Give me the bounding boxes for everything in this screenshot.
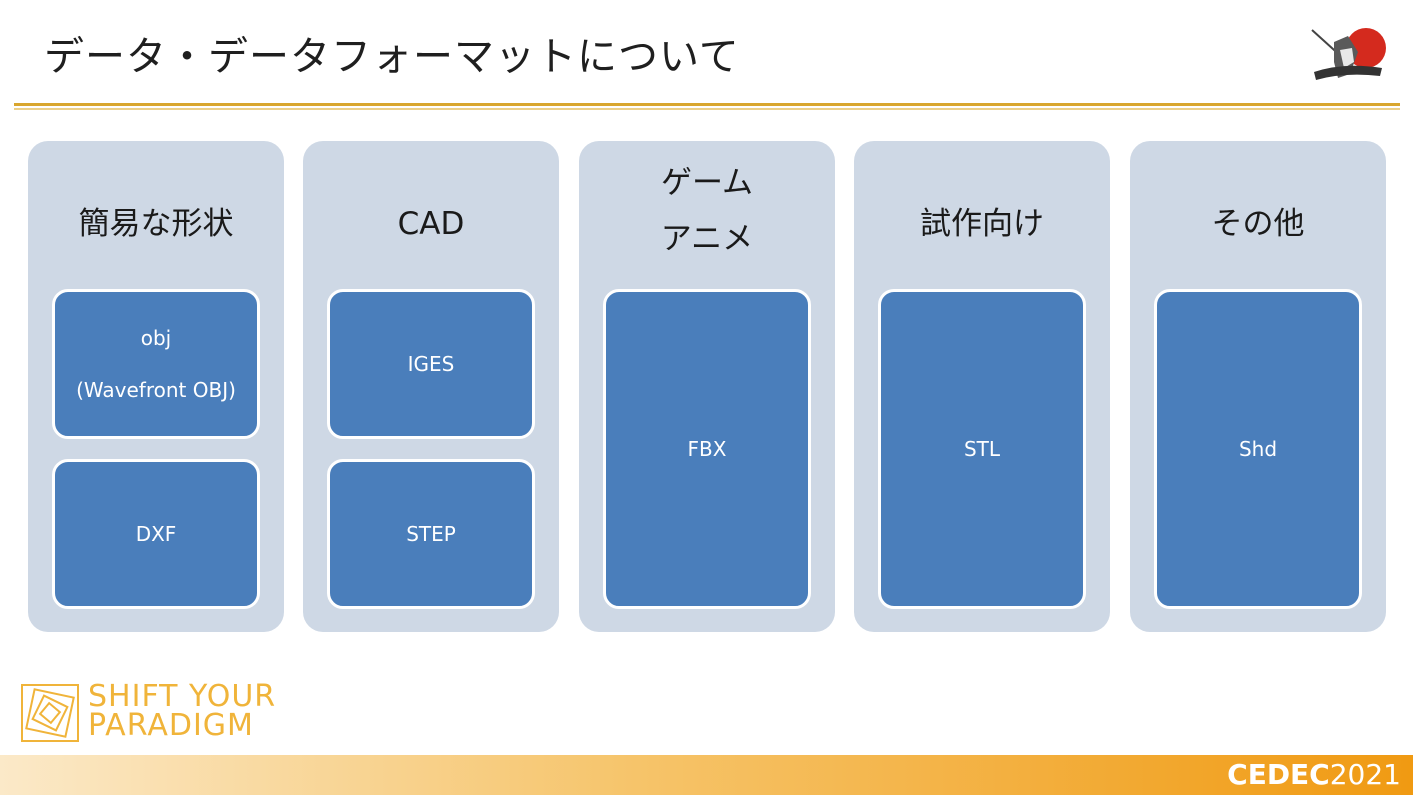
- title-rule: [14, 103, 1400, 106]
- tagline-line1: SHIFT YOUR: [88, 679, 277, 714]
- format-label-sub: (Wavefront OBJ): [76, 378, 236, 402]
- event-name: CEDEC: [1227, 758, 1330, 791]
- column-heading: CAD: [303, 169, 559, 279]
- format-box-fbx: FBX: [603, 289, 811, 609]
- column-heading: 簡易な形状: [28, 169, 284, 279]
- column-heading-text: 簡易な形状: [78, 206, 234, 242]
- format-box-stl: STL: [878, 289, 1086, 609]
- format-box-dxf: DXF: [52, 459, 260, 609]
- column-heading-text-line2: アニメ: [660, 221, 754, 257]
- footer-bar: [0, 755, 1413, 795]
- column-heading: その他: [1130, 169, 1386, 279]
- format-label: Shd: [1238, 437, 1278, 461]
- format-box-iges: IGES: [327, 289, 535, 439]
- brand-logo-icon: [1311, 28, 1386, 80]
- title-rule-thin: [14, 108, 1400, 110]
- event-year: 2021: [1329, 758, 1401, 791]
- category-cad: CAD IGES STEP: [303, 141, 559, 632]
- category-simple-shapes: 簡易な形状 obj (Wavefront OBJ) DXF: [28, 141, 284, 632]
- column-heading-text: CAD: [397, 206, 465, 242]
- column-heading-text: ゲーム: [660, 165, 754, 201]
- format-label: STL: [963, 437, 1001, 461]
- column-heading: 試作向け: [854, 169, 1110, 279]
- slide-title: データ・データフォーマットについて: [44, 34, 740, 80]
- event-logo: CEDEC2021: [1227, 759, 1401, 791]
- spiral-square-logo-icon: [21, 684, 79, 742]
- format-label: DXF: [135, 522, 177, 546]
- format-label: FBX: [687, 437, 727, 461]
- format-box-step: STEP: [327, 459, 535, 609]
- format-label: obj: [140, 326, 172, 350]
- category-other: その他 Shd: [1130, 141, 1386, 632]
- format-label: STEP: [406, 522, 456, 546]
- category-game-anime: ゲーム アニメ FBX: [579, 141, 835, 632]
- format-box-obj: obj (Wavefront OBJ): [52, 289, 260, 439]
- format-label: IGES: [407, 352, 455, 376]
- column-heading-text: 試作向け: [920, 206, 1044, 242]
- tagline-line2: PARADIGM: [88, 708, 254, 743]
- column-heading-text: その他: [1211, 206, 1305, 242]
- column-heading: ゲーム アニメ: [579, 156, 835, 266]
- tagline: SHIFT YOUR PARADIGM: [88, 679, 277, 743]
- format-box-shd: Shd: [1154, 289, 1362, 609]
- category-prototyping: 試作向け STL: [854, 141, 1110, 632]
